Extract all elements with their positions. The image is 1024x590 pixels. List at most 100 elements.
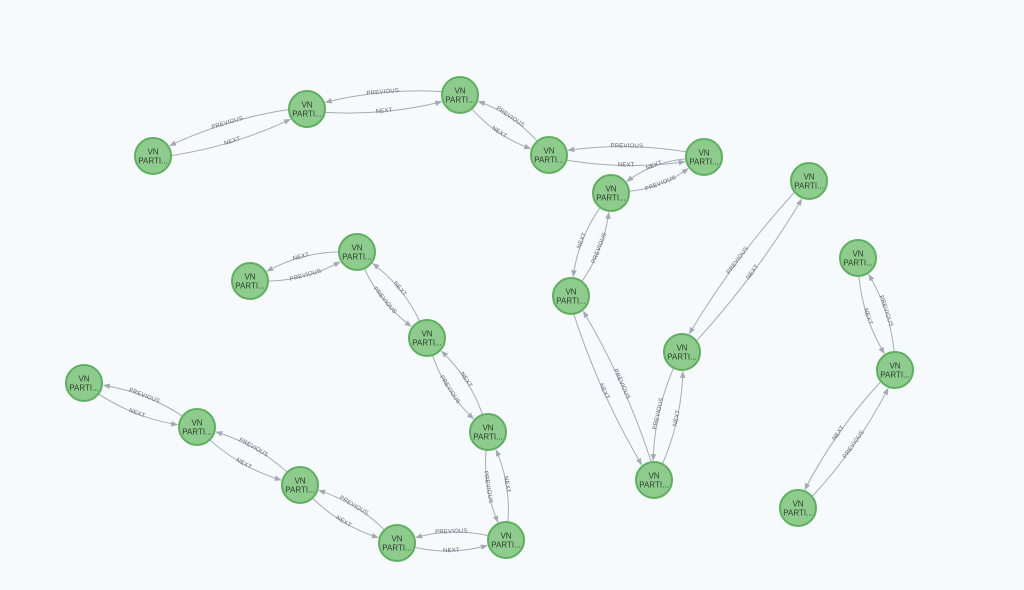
graph-node[interactable]: VNPARTI... bbox=[65, 364, 103, 402]
edge-path bbox=[582, 310, 652, 462]
edge-label-previous: PREVIOUS bbox=[211, 116, 244, 131]
graph-node[interactable]: VNPARTI... bbox=[779, 489, 817, 527]
edge-previous[interactable]: PREVIOUS bbox=[324, 88, 442, 104]
graph-node[interactable]: VNPARTI... bbox=[552, 277, 590, 315]
edge-label-previous: PREVIOUS bbox=[435, 529, 468, 536]
graph-node[interactable]: VNPARTI... bbox=[469, 413, 507, 451]
graph-node[interactable]: VNPARTI... bbox=[441, 76, 479, 114]
graph-node[interactable]: VNPARTI... bbox=[178, 408, 216, 446]
edge-next[interactable]: NEXT bbox=[858, 276, 885, 355]
node-circle[interactable] bbox=[378, 524, 416, 562]
node-circle[interactable] bbox=[790, 162, 828, 200]
edge-previous[interactable]: PREVIOUS bbox=[364, 268, 412, 327]
graph-node[interactable]: VNPARTI... bbox=[378, 524, 416, 562]
edge-previous[interactable]: PREVIOUS bbox=[688, 192, 795, 335]
edge-next[interactable]: NEXT bbox=[471, 108, 532, 150]
edge-previous[interactable]: PREVIOUS bbox=[629, 168, 689, 193]
graph-node[interactable]: VNPARTI... bbox=[134, 137, 172, 175]
edge-label-next: NEXT bbox=[459, 371, 473, 388]
edge-label-previous: PREVIOUS bbox=[644, 175, 677, 192]
graph-node[interactable]: VNPARTI... bbox=[876, 351, 914, 389]
edge-label-previous: PREVIOUS bbox=[128, 388, 161, 405]
node-circle[interactable] bbox=[530, 136, 568, 174]
edge-path bbox=[415, 531, 488, 539]
edge-previous[interactable]: PREVIOUS bbox=[581, 211, 611, 282]
edge-next[interactable]: NEXT bbox=[171, 118, 291, 157]
edge-path bbox=[169, 108, 289, 147]
graph-node[interactable]: VNPARTI... bbox=[408, 319, 446, 357]
edge-previous[interactable]: PREVIOUS bbox=[477, 100, 538, 142]
node-circle[interactable] bbox=[552, 277, 590, 315]
edge-path bbox=[696, 198, 803, 341]
edge-path bbox=[324, 90, 442, 104]
edge-next[interactable]: NEXT bbox=[804, 381, 881, 491]
edge-previous[interactable]: PREVIOUS bbox=[415, 529, 488, 539]
edge-next[interactable]: NEXT bbox=[98, 393, 179, 427]
node-circle[interactable] bbox=[469, 413, 507, 451]
graph-node[interactable]: VNPARTI... bbox=[839, 239, 877, 277]
edge-next[interactable]: NEXT bbox=[696, 198, 803, 341]
graph-node[interactable]: VNPARTI... bbox=[338, 233, 376, 271]
graph-node[interactable]: VNPARTI... bbox=[487, 521, 525, 559]
graph-node[interactable]: VNPARTI... bbox=[635, 461, 673, 499]
edge-previous[interactable]: PREVIOUS bbox=[567, 143, 687, 153]
node-circle[interactable] bbox=[592, 174, 630, 212]
edge-next[interactable]: NEXT bbox=[626, 158, 686, 182]
node-circle[interactable] bbox=[685, 138, 723, 176]
graph-node[interactable]: VNPARTI... bbox=[281, 466, 319, 504]
node-circle[interactable] bbox=[338, 233, 376, 271]
node-circle[interactable] bbox=[231, 262, 269, 300]
edge-previous[interactable]: PREVIOUS bbox=[650, 368, 674, 462]
edge-next[interactable]: NEXT bbox=[662, 370, 686, 464]
edge-next[interactable]: NEXT bbox=[266, 251, 339, 272]
edge-label-next: NEXT bbox=[335, 515, 353, 529]
graph-node[interactable]: VNPARTI... bbox=[685, 138, 723, 176]
edge-next[interactable]: NEXT bbox=[415, 544, 488, 555]
edge-path bbox=[868, 273, 895, 352]
edge-previous[interactable]: PREVIOUS bbox=[482, 450, 499, 523]
graph-node[interactable]: VNPARTI... bbox=[663, 333, 701, 371]
edge-label-next: NEXT bbox=[746, 264, 761, 281]
edge-label-previous: PREVIOUS bbox=[726, 246, 750, 276]
edge-path bbox=[477, 100, 538, 142]
edge-label-next: NEXT bbox=[392, 281, 407, 298]
edge-previous[interactable]: PREVIOUS bbox=[102, 383, 183, 417]
node-circle[interactable] bbox=[288, 90, 326, 128]
edge-previous[interactable]: PREVIOUS bbox=[868, 273, 895, 352]
edge-previous[interactable]: PREVIOUS bbox=[582, 310, 652, 462]
edge-label-next: NEXT bbox=[128, 408, 146, 420]
edge-next[interactable]: NEXT bbox=[571, 207, 601, 278]
node-circle[interactable] bbox=[839, 239, 877, 277]
edge-label-previous: PREVIOUS bbox=[238, 437, 269, 458]
edge-next[interactable]: NEXT bbox=[566, 159, 686, 169]
node-circle[interactable] bbox=[408, 319, 446, 357]
edge-label-previous: PREVIOUS bbox=[842, 430, 866, 460]
graph-node[interactable]: VNPARTI... bbox=[530, 136, 568, 174]
node-circle[interactable] bbox=[876, 351, 914, 389]
node-circle[interactable] bbox=[663, 333, 701, 371]
edge-previous[interactable]: PREVIOUS bbox=[812, 387, 889, 497]
node-circle[interactable] bbox=[65, 364, 103, 402]
edge-label-next: NEXT bbox=[375, 108, 392, 116]
edge-label-next: NEXT bbox=[645, 160, 663, 172]
graph-node[interactable]: VNPARTI... bbox=[288, 90, 326, 128]
graph-node[interactable]: VNPARTI... bbox=[231, 262, 269, 300]
node-circle[interactable] bbox=[487, 521, 525, 559]
graph-node[interactable]: VNPARTI... bbox=[790, 162, 828, 200]
edge-next[interactable]: NEXT bbox=[325, 100, 443, 116]
node-circle[interactable] bbox=[281, 466, 319, 504]
node-circle[interactable] bbox=[134, 137, 172, 175]
edge-next[interactable]: NEXT bbox=[495, 449, 511, 522]
node-circle[interactable] bbox=[441, 76, 479, 114]
edge-next[interactable]: NEXT bbox=[573, 314, 643, 466]
edge-path bbox=[268, 261, 341, 282]
edge-path bbox=[98, 393, 179, 427]
graph-node[interactable]: VNPARTI... bbox=[592, 174, 630, 212]
node-circle[interactable] bbox=[635, 461, 673, 499]
edge-path bbox=[318, 489, 385, 530]
edge-path bbox=[629, 168, 689, 192]
node-circle[interactable] bbox=[178, 408, 216, 446]
edge-label-next: NEXT bbox=[443, 548, 460, 554]
node-circle[interactable] bbox=[779, 489, 817, 527]
